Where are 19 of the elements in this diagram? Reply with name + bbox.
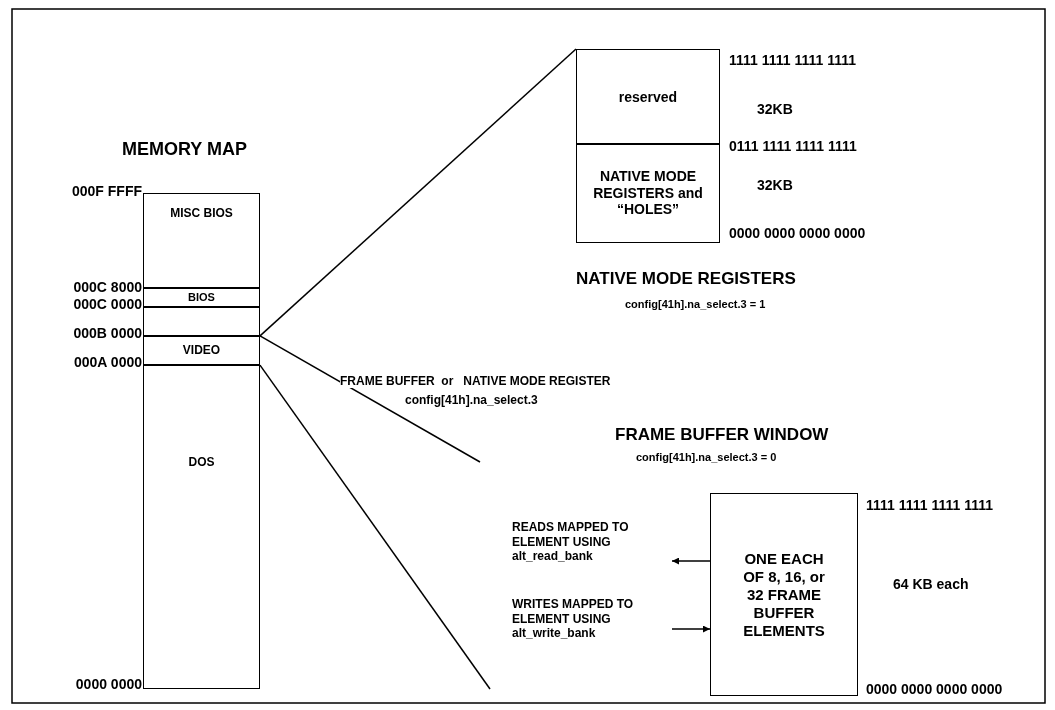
memory-segment: VIDEO [143, 335, 260, 366]
memory-block: NATIVE MODE REGISTERS and “HOLES” [576, 143, 720, 243]
zoom-line [259, 48, 577, 337]
zoom-line [259, 364, 491, 690]
annotation-text: READS MAPPED TO ELEMENT USING alt_read_bank [512, 514, 672, 570]
memory-segment: DOS [143, 364, 260, 689]
memory-segment: BIOS [143, 287, 260, 308]
heading: FRAME BUFFER or NATIVE MODE REGISTER [340, 375, 611, 389]
frame-buffer-box: ONE EACH OF 8, 16, or 32 FRAME BUFFER ELEMENTS [710, 493, 858, 696]
arrow [671, 557, 711, 565]
zoom-line [259, 335, 481, 463]
arrow [671, 625, 711, 633]
memory-segment: MISC BIOS [143, 193, 260, 289]
register-setting: config[41h].na_select.3 = 0 [636, 451, 777, 464]
register-setting: config[41h].na_select.3 = 1 [625, 298, 766, 311]
memory-block: reserved [576, 49, 720, 145]
memory-segment [143, 306, 260, 337]
register-setting: config[41h].na_select.3 [405, 394, 538, 408]
annotation-text: WRITES MAPPED TO ELEMENT USING alt_write_bank [512, 591, 672, 647]
